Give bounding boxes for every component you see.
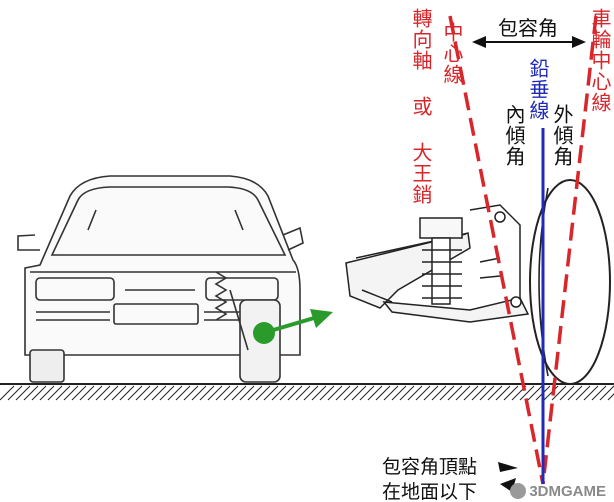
ground-hatch-line xyxy=(223,385,239,401)
ground-hatch-line xyxy=(439,385,455,401)
ground-hatch-line xyxy=(559,385,575,401)
ground-hatch-line xyxy=(119,385,135,401)
ground-hatch-line xyxy=(455,385,471,401)
ground-hatch-line xyxy=(479,385,495,401)
ground-hatch-line xyxy=(527,385,543,401)
centerline-label: 中心線 xyxy=(440,22,464,85)
ground-hatch-line xyxy=(583,385,599,401)
ground-hatch-line xyxy=(63,385,79,401)
ground-hatch-line xyxy=(375,385,391,401)
ground-hatch-line xyxy=(407,385,423,401)
ground-hatch-line xyxy=(399,385,415,401)
ground-hatch-line xyxy=(15,385,31,401)
ground-hatch-line xyxy=(463,385,479,401)
ground-hatch-line xyxy=(55,385,71,401)
ground-hatch-line xyxy=(359,385,375,401)
green-arrow xyxy=(253,309,333,344)
ground-hatch-line xyxy=(263,385,279,401)
ground-hatch-line xyxy=(575,385,591,401)
ground-hatch-line xyxy=(159,385,175,401)
ground-hatch-line xyxy=(7,385,23,401)
kingpin-axis-label: 轉向軸 或 大王銷 xyxy=(409,8,433,205)
car-front-view xyxy=(17,175,304,383)
ground-hatch-line xyxy=(335,385,351,401)
watermark-logo-icon xyxy=(510,483,527,499)
ground-hatch-line xyxy=(599,385,614,401)
ground-hatch-line xyxy=(191,385,207,401)
ground-hatch-line xyxy=(503,385,519,401)
ground-hatch-line xyxy=(207,385,223,401)
ground-hatch-line xyxy=(391,385,407,401)
ground-hatch-line xyxy=(351,385,367,401)
ground-hatch-line xyxy=(79,385,95,401)
ground-hatch-line xyxy=(239,385,255,401)
ground-hatch-line xyxy=(607,393,614,401)
ground-hatch-line xyxy=(367,385,383,401)
ground-hatch-line xyxy=(543,385,559,401)
ground-hatch-line xyxy=(0,385,15,401)
ground-hatch-line xyxy=(311,385,327,401)
ground-hatch-line xyxy=(383,385,399,401)
ground-hatch-line xyxy=(127,385,143,401)
ground-hatch-line xyxy=(551,385,567,401)
wheel-centerline xyxy=(541,15,598,485)
ground-hatch-line xyxy=(87,385,103,401)
ground-hatch-line xyxy=(31,385,47,401)
ground-hatch-line xyxy=(271,385,287,401)
ground-hatch-line xyxy=(135,385,151,401)
watermark-text: 3DMGAME xyxy=(529,483,606,500)
ground-hatch-line xyxy=(175,385,191,401)
ground-hatch-line xyxy=(143,385,159,401)
kingpin-axis-line xyxy=(448,15,545,485)
ground-hatch-line xyxy=(167,385,183,401)
ground-hatch-line xyxy=(495,385,511,401)
ground-hatch-line xyxy=(215,385,231,401)
ground-hatch-line xyxy=(255,385,271,401)
ground-hatch-line xyxy=(519,385,535,401)
watermark: 3DMGAME xyxy=(510,483,606,500)
ground-hatch-line xyxy=(471,385,487,401)
inner-tilt-angle-label: 內傾角 xyxy=(502,104,526,167)
ground-hatch-line xyxy=(319,385,335,401)
ground-hatch-line xyxy=(287,385,303,401)
ground-hatch-line xyxy=(343,385,359,401)
ground-hatch-line xyxy=(567,385,583,401)
ground-hatch-line xyxy=(103,385,119,401)
wheel-centerline-label: 車輪中心線 xyxy=(588,8,612,113)
outer-tilt-angle-label: 外傾角 xyxy=(550,104,574,167)
included-angle-label: 包容角 xyxy=(498,16,558,40)
apex-label-line1: 包容角頂點 xyxy=(382,456,478,478)
included-angle-arrow xyxy=(472,36,586,48)
ground-hatch-line xyxy=(47,385,63,401)
ground-hatch-line xyxy=(23,385,39,401)
ground-hatch-line xyxy=(151,385,167,401)
ground-hatch-line xyxy=(327,385,343,401)
ground-hatch-line xyxy=(71,385,87,401)
ground xyxy=(0,383,614,401)
ground-hatch-line xyxy=(95,385,111,401)
ground-hatch-line xyxy=(487,385,503,401)
ground-hatch-line xyxy=(303,385,319,401)
ground-hatch-line xyxy=(199,385,215,401)
ground-hatch-line xyxy=(111,385,127,401)
ground-hatch-line xyxy=(295,385,311,401)
ground-hatch-line xyxy=(415,385,431,401)
ground-hatch-line xyxy=(247,385,263,401)
ground-hatch-line xyxy=(423,385,439,401)
plumb-line-label: 鉛垂線 xyxy=(526,58,550,121)
ground-hatch-line xyxy=(279,385,295,401)
ground-hatch-line xyxy=(431,385,447,401)
ground-hatch-line xyxy=(183,385,199,401)
ground-hatch-line xyxy=(231,385,247,401)
ground-hatch-line xyxy=(447,385,463,401)
apex-label-line2: 在地面以下 xyxy=(382,481,478,502)
ground-hatch-line xyxy=(39,385,55,401)
ground-hatch-line xyxy=(591,385,607,401)
suspension-detail xyxy=(345,204,530,323)
